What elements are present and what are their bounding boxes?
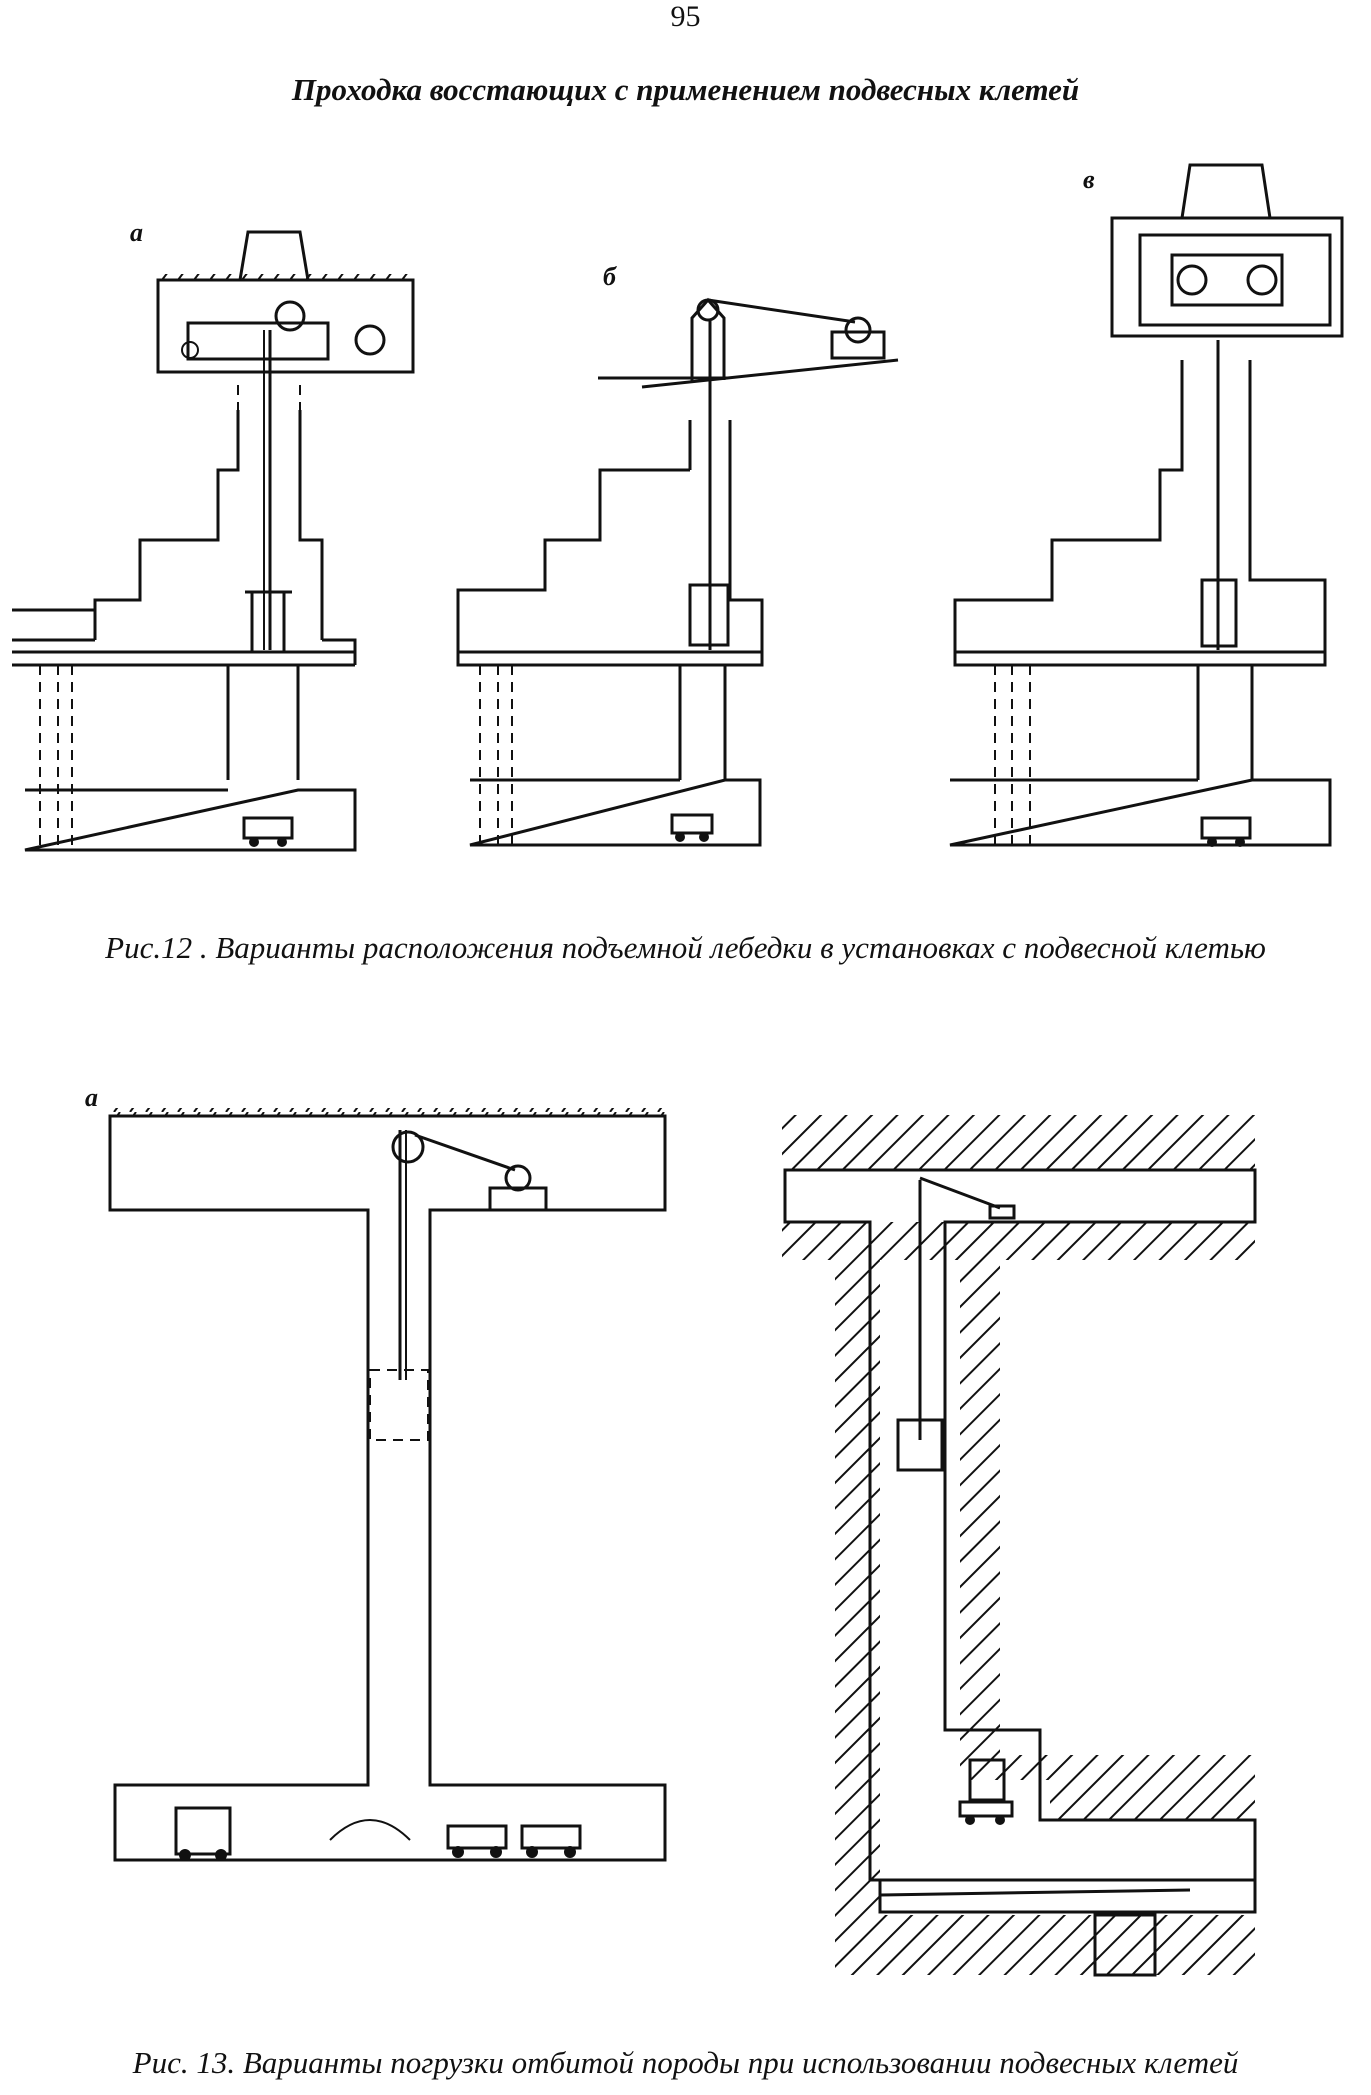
cage-13b [896,1418,944,1472]
loader-13b [968,1758,1006,1802]
lower-raise-b [678,665,727,780]
haulage-drift-a [24,788,357,852]
level-workings-a [108,1114,667,1862]
fig13-panel-b [782,1115,1257,1977]
running-head: Проходка восстающих с применением подвес… [291,72,1080,107]
raise-wall-right-a [298,410,324,640]
figure-12-caption: Рис.12 . Варианты расположения подъемной… [105,930,1266,965]
figure-13-caption: Рис. 13. Варианты погрузки отбитой пород… [132,2045,1239,2080]
lower-raise-v [1196,665,1254,780]
ore-pass-13b [1093,1913,1157,1977]
winch-13a [488,1186,548,1212]
haulage-drift-v [949,778,1332,847]
mine-car-b [670,813,714,835]
fig13-panel-a [108,1108,667,1862]
cage-b [688,583,730,647]
winch-b [830,330,886,360]
fig12-panel-v [949,163,1344,847]
cage-v [1200,578,1238,648]
access-drift-v [1180,163,1272,219]
mine-car-13a-2 [520,1824,582,1850]
upper-drift-v [953,640,1327,667]
platform-b [641,358,899,389]
haulage-drift-b [469,778,762,847]
mine-car-v [1200,816,1252,840]
upper-drift-b [456,640,764,667]
fig13-label-a: а [85,1083,98,1112]
page-number: 95 [670,0,701,33]
fig12-panel-a [12,230,415,852]
fig12-label-b: б [603,262,616,291]
raise-wall-right-v [1248,360,1327,640]
fig12-panel-b [456,297,899,850]
motor-a [354,324,386,356]
mine-car-13b [958,1800,1014,1818]
winch-drum-a [186,321,330,361]
lower-drift-13b [878,1878,1257,1914]
rope-b [707,298,856,324]
fig12-label-a: а [130,218,143,247]
conveyor-13b [879,1888,1191,1897]
mine-car-13a-1 [446,1824,508,1850]
sheave-a [274,300,306,332]
cage-13a [369,1369,429,1441]
ground-hatch [158,274,413,281]
raise-b [688,420,764,640]
raise-wall-left-a [93,410,240,640]
winch-chamber-v [1110,216,1344,338]
workings-13b [783,1168,1257,1882]
winch-v [1170,253,1284,307]
broken-rock-pile [329,1819,411,1841]
mine-car-a [242,816,294,840]
raise-wall-left-v [953,360,1184,640]
access-drift-a [238,230,310,281]
sheave-13a [391,1130,425,1164]
winch-13b [988,1204,1016,1220]
loader-13a [174,1806,232,1856]
fig12-label-v: в [1083,165,1095,194]
lower-raise-a [226,665,300,780]
